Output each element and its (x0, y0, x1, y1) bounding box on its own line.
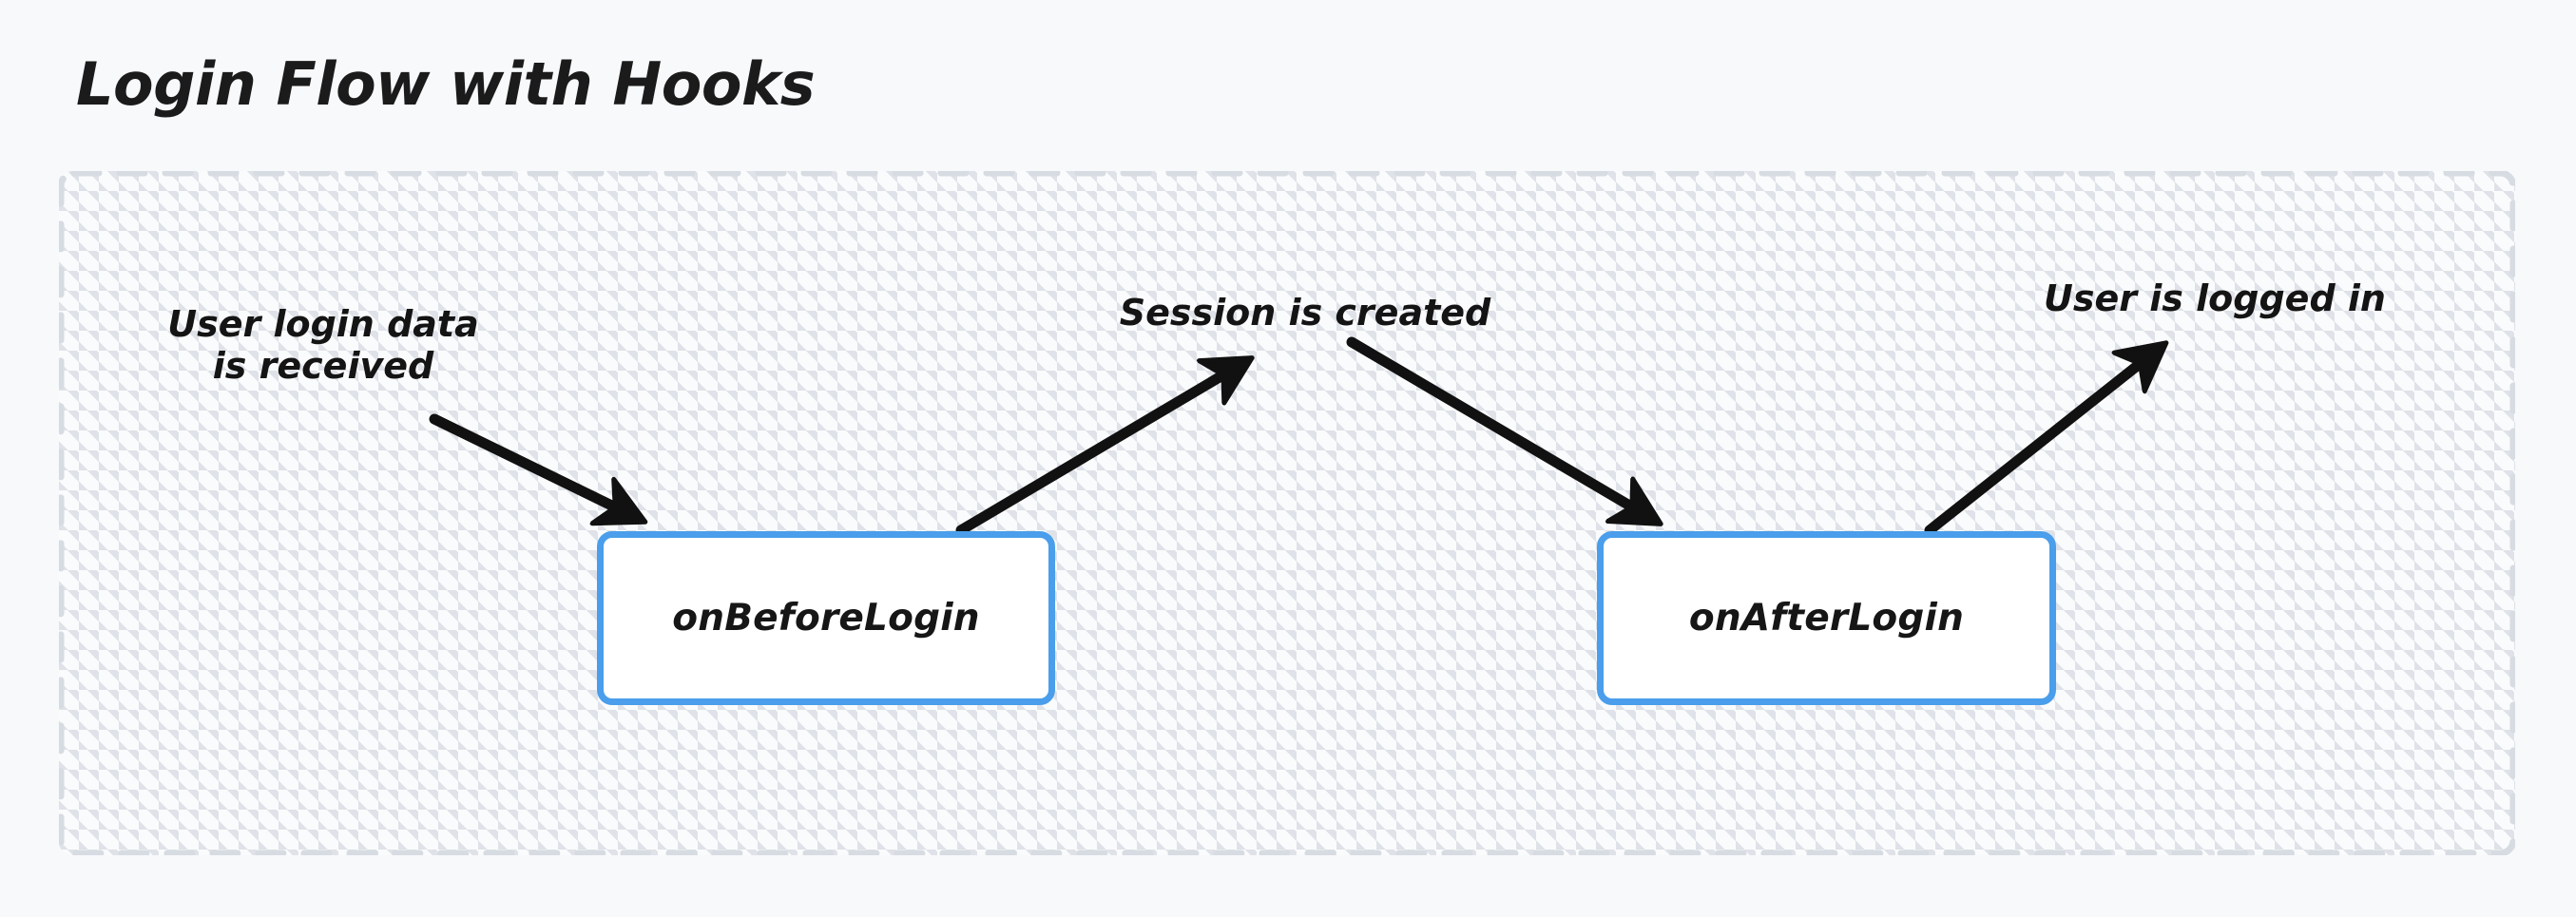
flow-container (59, 171, 2515, 855)
annotation-user-is-logged-in: User is logged in (2044, 277, 2386, 319)
page-title: Login Flow with Hooks (76, 49, 816, 119)
node-on-before-login-label: onBeforeLogin (672, 597, 980, 640)
annotation-session-is-created: Session is created (1119, 292, 1491, 334)
node-on-after-login[interactable]: onAfterLogin (1597, 531, 2056, 705)
node-on-before-login[interactable]: onBeforeLogin (597, 531, 1055, 705)
flow-container-dashed-border (59, 171, 2515, 855)
node-on-after-login-label: onAfterLogin (1688, 597, 1965, 640)
annotation-user-login-data-received: User login data is received (167, 303, 479, 387)
